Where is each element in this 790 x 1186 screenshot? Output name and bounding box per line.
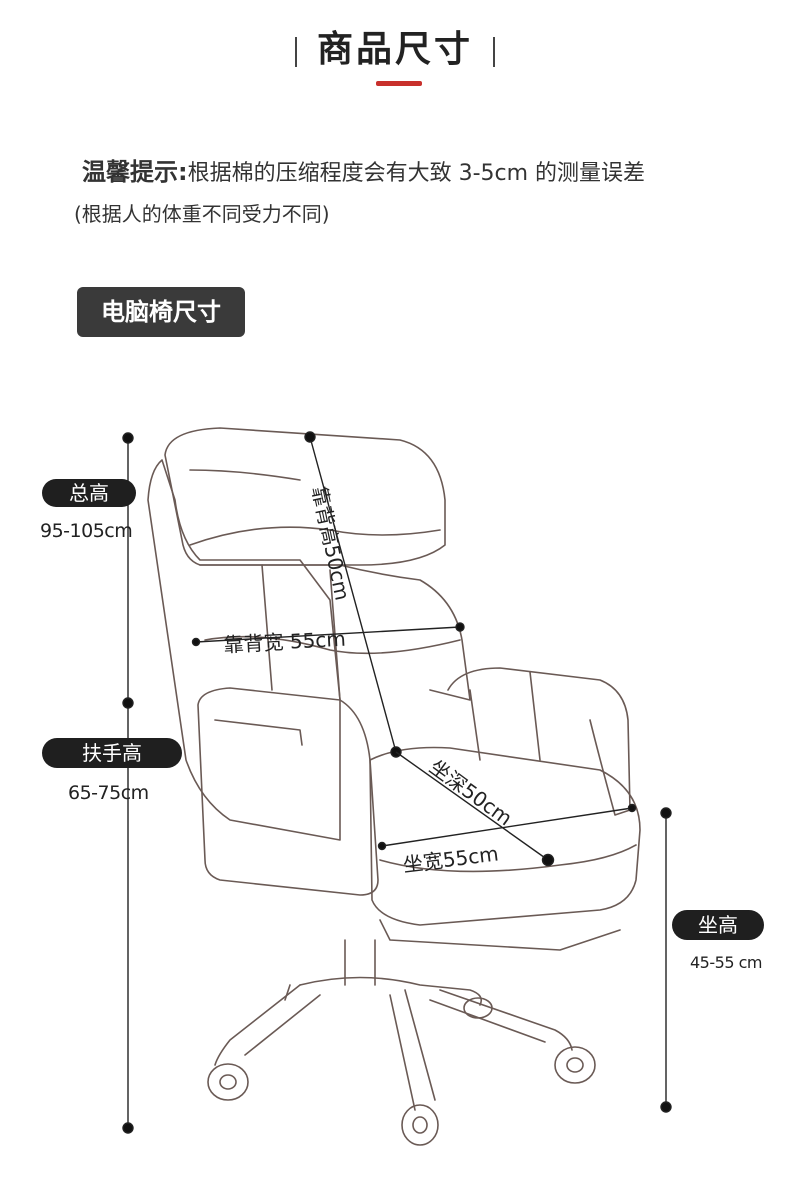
caster-left (207, 1063, 249, 1101)
caster-right (554, 1046, 596, 1084)
title-divider-right (493, 37, 495, 67)
caster-front (401, 1104, 439, 1146)
armrest-height-dot (122, 697, 134, 709)
seat-height-top-dot (660, 807, 672, 819)
seat-width-right-dot (627, 803, 637, 813)
total-height-label: 总高 (69, 481, 109, 505)
total-height-bottom-dot (122, 1122, 134, 1134)
seat-depth-label: 坐深50cm (425, 755, 517, 831)
seat-height-bottom-dot (660, 1101, 672, 1113)
chair-left-armrest (197, 687, 379, 896)
tip-text: 根据棉的压缩程度会有大致 3-5cm 的测量误差 (187, 161, 646, 186)
tip-note: (根据人的体重不同受力不同) (74, 202, 330, 226)
armrest-height-label: 扶手高 (82, 741, 142, 765)
seat-height-label: 坐高 (698, 913, 738, 937)
armrest-height-pill: 扶手高 (42, 738, 182, 768)
total-height-value: 95-105cm (40, 520, 133, 542)
back-width-right-dot (455, 622, 465, 632)
tip-line: 温馨提示:根据棉的压缩程度会有大致 3-5cm 的测量误差 (82, 152, 645, 187)
total-height-top-dot (122, 432, 134, 444)
chair-headrest (164, 427, 446, 566)
seat-depth-line (395, 751, 549, 861)
seat-width-line (381, 807, 633, 847)
page-title-text: 商品尺寸 (316, 28, 473, 70)
page-title: 商品尺寸 (0, 20, 790, 72)
total-height-pill: 总高 (42, 479, 136, 507)
chair-right-armrest (447, 667, 631, 816)
armrest-height-value: 65-75cm (68, 782, 149, 804)
title-divider-left (294, 37, 297, 67)
seat-height-value: 45-55 cm (690, 953, 762, 972)
back-width-left-dot (191, 637, 201, 647)
title-accent-bar (376, 81, 422, 86)
seat-height-pill: 坐高 (672, 910, 764, 940)
back-width-label: 靠背宽 55cm (223, 627, 346, 657)
chair-seat (369, 746, 641, 926)
back-height-top-dot (304, 431, 316, 443)
seat-width-left-dot (377, 841, 387, 851)
back-height-label: 靠背高50cm (307, 484, 355, 602)
seat-depth-end-dot (541, 853, 555, 867)
back-height-line (309, 436, 397, 753)
section-title: 电脑椅尺寸 (77, 287, 245, 337)
tip-label: 温馨提示: (82, 158, 188, 186)
caster-back (463, 997, 493, 1019)
chair-backrest-outline (147, 459, 341, 841)
back-width-line (195, 626, 461, 643)
